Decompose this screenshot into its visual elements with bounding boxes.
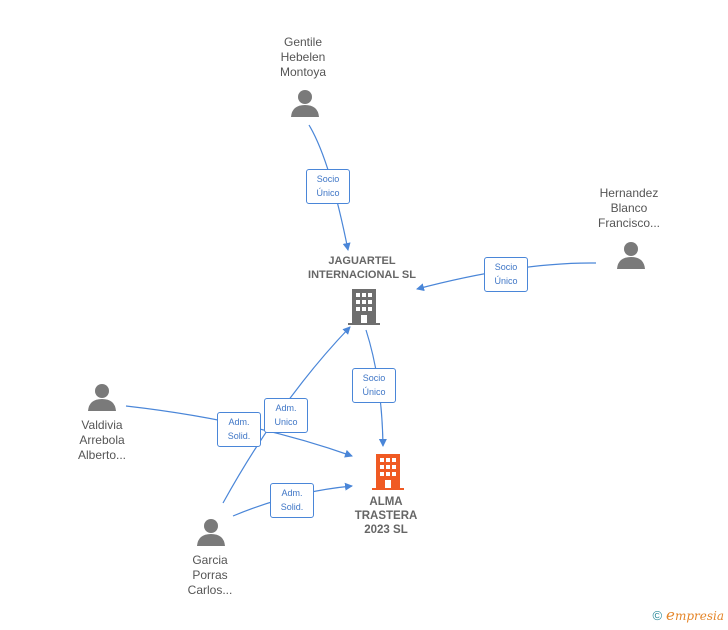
person-name-line: Porras <box>192 568 228 582</box>
person-name-line: Francisco... <box>597 216 660 230</box>
company-name-line: TRASTERA <box>354 510 418 522</box>
relation-line: Socio <box>316 174 340 184</box>
person-label-gentile[interactable]: Gentile Hebelen Montoya <box>262 35 344 80</box>
relation-line: Solid. <box>280 502 304 512</box>
company-name-line: 2023 SL <box>364 524 408 536</box>
brand-rest: mpresia <box>674 609 724 623</box>
relation-label-hernandez-jaguartel[interactable]: Socio Único <box>484 257 528 292</box>
relation-label-garcia-alma[interactable]: Adm. Solid. <box>270 483 314 518</box>
person-icon[interactable] <box>290 88 320 118</box>
brand-initial: e <box>666 606 675 624</box>
company-name-line: JAGUARTEL <box>328 255 396 267</box>
relation-label-valdivia-alma[interactable]: Adm. Solid. <box>217 412 261 447</box>
person-name-line: Valdivia <box>81 418 123 432</box>
building-icon[interactable] <box>348 289 380 325</box>
company-name-line: INTERNACIONAL SL <box>308 269 416 281</box>
company-label-alma[interactable]: ALMA TRASTERA 2023 SL <box>336 495 436 537</box>
person-icon[interactable] <box>87 382 117 412</box>
relation-line: Socio <box>362 373 386 383</box>
person-icon[interactable] <box>196 517 226 547</box>
relation-label-jaguartel-alma[interactable]: Socio Único <box>352 368 396 403</box>
relation-line: Adm. <box>228 417 250 427</box>
relation-line: Unico <box>274 417 298 427</box>
company-name-line: ALMA <box>369 496 403 508</box>
relation-line: Socio <box>494 262 518 272</box>
copyright-icon: © <box>652 608 663 623</box>
relation-label-garcia-jaguartel[interactable]: Adm. Unico <box>264 398 308 433</box>
relation-line: Único <box>494 276 518 286</box>
person-name-line: Carlos... <box>187 583 233 597</box>
person-name-line: Gentile <box>283 35 323 49</box>
person-name-line: Arrebola <box>79 433 125 447</box>
person-name-line: Alberto... <box>77 448 127 462</box>
relation-line: Único <box>316 188 340 198</box>
relation-line: Adm. <box>275 403 297 413</box>
brand-logo: empresia <box>666 606 724 624</box>
person-name-line: Hernandez <box>599 186 659 200</box>
relation-line: Único <box>362 387 386 397</box>
building-icon[interactable] <box>372 454 404 490</box>
relation-label-gentile-jaguartel[interactable]: Socio Único <box>306 169 350 204</box>
person-name-line: Hebelen <box>280 50 326 64</box>
company-label-jaguartel[interactable]: JAGUARTEL INTERNACIONAL SL <box>292 254 432 282</box>
brand-footer: ©empresia <box>652 606 724 624</box>
person-name-line: Garcia <box>192 553 228 567</box>
person-icon[interactable] <box>616 240 646 270</box>
person-name-line: Blanco <box>610 201 648 215</box>
relation-line: Adm. <box>281 488 303 498</box>
relation-line: Solid. <box>227 431 251 441</box>
person-label-garcia[interactable]: Garcia Porras Carlos... <box>170 553 250 598</box>
person-label-valdivia[interactable]: Valdivia Arrebola Alberto... <box>60 418 144 463</box>
person-name-line: Montoya <box>279 65 327 79</box>
person-label-hernandez[interactable]: Hernandez Blanco Francisco... <box>584 186 674 231</box>
